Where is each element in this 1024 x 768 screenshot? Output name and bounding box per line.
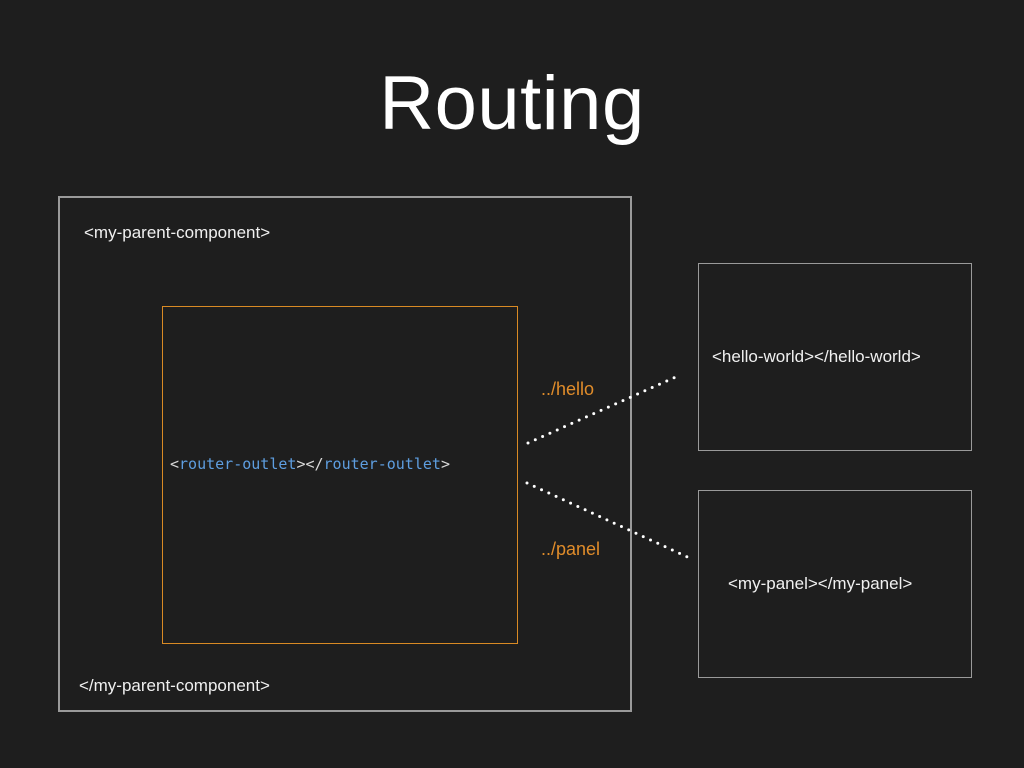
parent-component-close-tag: </my-parent-component> [79,676,270,695]
router-outlet-close-bracket: > [440,455,450,473]
route-hello-path: ../hello [541,379,595,399]
my-panel-box [698,490,972,678]
router-outlet-box [162,306,518,644]
my-panel-label: <my-panel></my-panel> [728,574,913,593]
router-outlet-close-tag-name: router-outlet [323,455,441,473]
hello-world-label: <hello-world></hello-world> [712,347,921,366]
parent-component-open-tag: <my-parent-component> [84,223,271,242]
router-outlet-tag-name: router-outlet [179,455,297,473]
parent-component-box [58,196,632,712]
router-outlet-middle: ></ [296,455,324,473]
router-outlet-code: <router-outlet></router-outlet> [170,455,450,473]
hello-world-box [698,263,972,451]
route-panel-path: ../panel [541,539,601,559]
slide-title: Routing [379,61,645,146]
router-outlet-open-bracket: < [170,455,180,473]
